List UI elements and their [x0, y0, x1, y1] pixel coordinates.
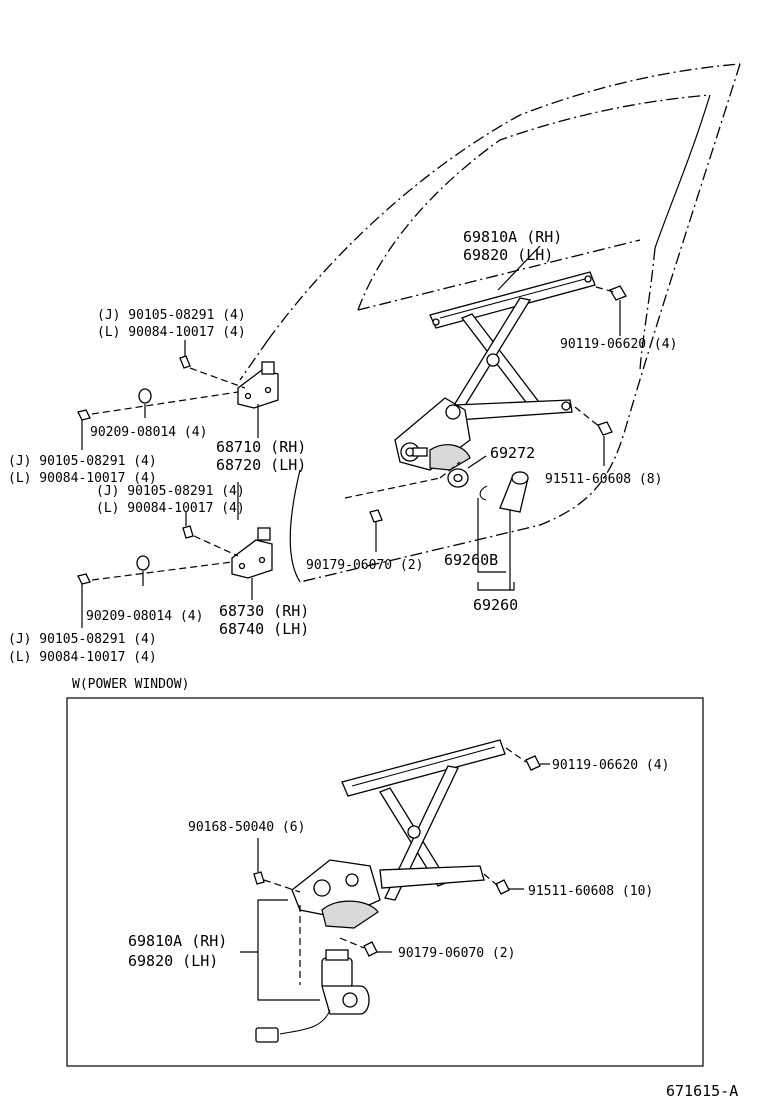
- label-hinge-mid-left-j: (J) 90105-08291 (4): [8, 454, 157, 469]
- label-hinge-mid-left-l: (L) 90084-10017 (4): [8, 471, 157, 486]
- label-hinge-mid-j: (J) 90105-08291 (4): [96, 484, 245, 499]
- label-hinge-top-j: (J) 90105-08291 (4): [97, 308, 246, 323]
- label-bolt-top-right: 90119-06620 (4): [560, 337, 677, 352]
- bolt-icons: [77, 285, 627, 585]
- label-hinge-lower-rh: 68730 (RH): [219, 602, 309, 620]
- label-handle-69260b: 69260B: [444, 551, 498, 569]
- window-regulator: [394, 271, 596, 471]
- door-outline: [239, 63, 741, 583]
- label-pw-rail-lh: 69820 (LH): [128, 952, 218, 970]
- label-main-rail-lh: 69820 (LH): [463, 246, 553, 264]
- label-pw-bolt-top: 90119-06620 (4): [552, 758, 669, 773]
- label-clip-69272: 69272: [490, 444, 535, 462]
- label-bolt-lower: 90179-06070 (2): [306, 558, 423, 573]
- label-hinge-mid-l: (L) 90084-10017 (4): [96, 501, 245, 516]
- label-handle-69260: 69260: [473, 596, 518, 614]
- door-hinge-upper: [237, 361, 279, 409]
- door-hinge-lower: [231, 527, 273, 579]
- label-pw-rail-rh: 69810A (RH): [128, 932, 227, 950]
- label-washer-top: 90209-08014 (4): [90, 425, 207, 440]
- label-hinge-upper-rh: 68710 (RH): [216, 438, 306, 456]
- label-pw-bolt-lower: 90179-06070 (2): [398, 946, 515, 961]
- window-handle: [479, 471, 529, 513]
- label-main-rail-rh: 69810A (RH): [463, 228, 562, 246]
- label-pw-bolt-reg: 91511-60608 (10): [528, 884, 653, 899]
- clip-69272: [447, 468, 469, 488]
- label-hinge-upper-lh: 68720 (LH): [216, 456, 306, 474]
- label-washer-bottom: 90209-08014 (4): [86, 609, 203, 624]
- label-hinge-top-l: (L) 90084-10017 (4): [97, 325, 246, 340]
- label-pw-bolt-motor: 90168-50040 (6): [188, 820, 305, 835]
- label-hinge-bottom-j: (J) 90105-08291 (4): [8, 632, 157, 647]
- label-hinge-lower-lh: 68740 (LH): [219, 620, 309, 638]
- label-power-window-title: W(POWER WINDOW): [72, 677, 189, 692]
- power-window-frame: [66, 697, 704, 1067]
- leader-lines: [81, 245, 621, 628]
- power-window-leaders: [240, 747, 550, 1001]
- label-hinge-bottom-l: (L) 90084-10017 (4): [8, 650, 157, 665]
- figure-id: 671615-A: [666, 1082, 738, 1100]
- power-window-bolts: [253, 755, 541, 957]
- power-window-regulator: [255, 739, 506, 1043]
- label-bolt-regulator: 91511-60608 (8): [545, 472, 662, 487]
